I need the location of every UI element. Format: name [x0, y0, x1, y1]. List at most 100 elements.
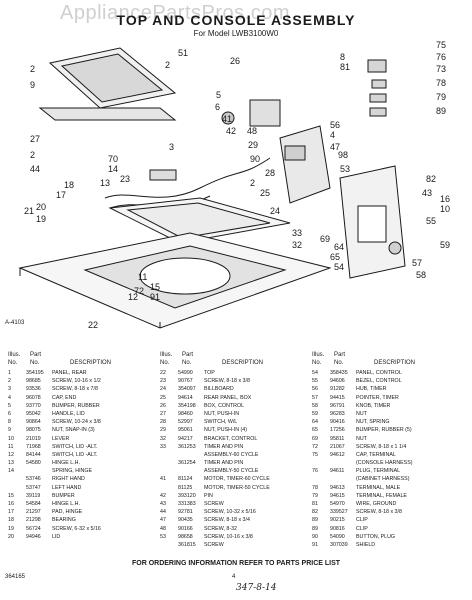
illus-number: 15 — [8, 492, 14, 499]
part-description: BUMPER — [52, 492, 75, 499]
part-description: LID — [52, 533, 61, 540]
callout: 24 — [270, 206, 280, 216]
illus-number: 69 — [312, 435, 318, 442]
callout: 48 — [247, 126, 257, 136]
callout: 14 — [108, 164, 118, 174]
part-number: 90864 — [26, 419, 41, 426]
part-number: 94611 — [330, 468, 345, 475]
part-number: 98460 — [178, 410, 193, 417]
part-description: LEFT HAND — [52, 484, 82, 491]
part-description: NUT, SNAP-IN (3) — [52, 427, 95, 434]
part-number: 331383 — [178, 501, 196, 507]
callout: 42 — [226, 126, 236, 136]
part-number: 54990 — [178, 370, 193, 376]
part-description: NUT — [356, 435, 367, 442]
part-number: 339527 — [330, 509, 348, 516]
illus-number: 89 — [312, 525, 318, 532]
part-description: SCREW, 10-24 x 3/8 — [52, 419, 101, 426]
illus-number: 43 — [160, 501, 166, 507]
part-number: 53747 — [26, 484, 41, 491]
part-description: WIRE, GROUND — [356, 501, 397, 507]
callout: 72 — [134, 286, 144, 296]
part-number: 354198 — [178, 402, 196, 409]
part-description: CAP, TERMINAL — [356, 451, 396, 458]
illus-number: 42 — [160, 492, 166, 499]
illus-number: 56 — [312, 386, 318, 393]
illus-number: 79 — [312, 492, 318, 499]
callout: 51 — [178, 48, 188, 58]
part-number: 393120 — [178, 492, 196, 499]
part-number: 98685 — [26, 378, 41, 385]
model-subtitle: For Model LWB3100W0 — [193, 29, 279, 38]
part-number: 54970 — [330, 501, 345, 507]
page-title: TOP AND CONSOLE ASSEMBLY — [116, 12, 356, 28]
illus-number: 25 — [160, 394, 166, 401]
part-number: 94217 — [178, 435, 193, 442]
watermark-text: AppliancePartsPros.com — [60, 2, 290, 24]
part-number: 94614 — [178, 394, 193, 401]
part-description: TERMINAL, FEMALE — [356, 492, 407, 499]
part-description: ASSEMBLY-50 CYCLE — [204, 468, 259, 475]
handwritten-note: 347-8-14 — [236, 583, 277, 593]
part-number: 93770 — [26, 402, 41, 409]
illus-number: 27 — [160, 410, 166, 417]
part-description: BEARING — [52, 517, 76, 524]
callout: 15 — [150, 282, 160, 292]
part-description: NUT, PUSH-IN — [204, 410, 240, 417]
illus-number: 3 — [8, 386, 11, 393]
illus-number: 5 — [8, 402, 11, 409]
parts-row: 53747 LEFT HAND — [8, 484, 158, 492]
part-description: SWITCH, LID -ALT. — [52, 443, 98, 450]
callout: 98 — [338, 150, 348, 160]
part-description: SWITCH, LID -ALT. — [52, 451, 98, 458]
callout: 81 — [340, 62, 350, 72]
part-description: CLIP — [356, 517, 368, 524]
callout: 55 — [426, 216, 436, 226]
callout: 79 — [436, 92, 446, 102]
part-number: 98075 — [26, 427, 41, 434]
part-description: SCREW, 8-32 — [204, 525, 237, 532]
illus-number: 65 — [312, 427, 318, 434]
callout: 2 — [250, 178, 255, 188]
part-description: TIMER AND PIN — [204, 460, 244, 467]
illus-number: 90 — [312, 533, 318, 540]
part-description: SCREW — [204, 501, 224, 507]
part-description: BRACKET, CONTROL — [204, 435, 258, 442]
part-description: BEZEL, CONTROL — [356, 378, 402, 385]
part-description: SCREW, 8-18 x 3/8 — [356, 509, 402, 516]
callout: 2 — [30, 150, 35, 160]
part-number: 94946 — [26, 533, 41, 540]
part-number: 92781 — [178, 509, 193, 516]
part-number: 54580 — [26, 460, 41, 467]
part-number: 91282 — [330, 386, 345, 393]
callout: 78 — [436, 78, 446, 88]
part-number: 361254 — [178, 460, 196, 467]
illus-number: 16 — [8, 501, 14, 507]
part-description: REAR PANEL, BOX — [204, 394, 252, 401]
part-description: CLIP — [356, 525, 368, 532]
illus-number: 4 — [8, 394, 11, 401]
callout: 25 — [260, 188, 270, 198]
